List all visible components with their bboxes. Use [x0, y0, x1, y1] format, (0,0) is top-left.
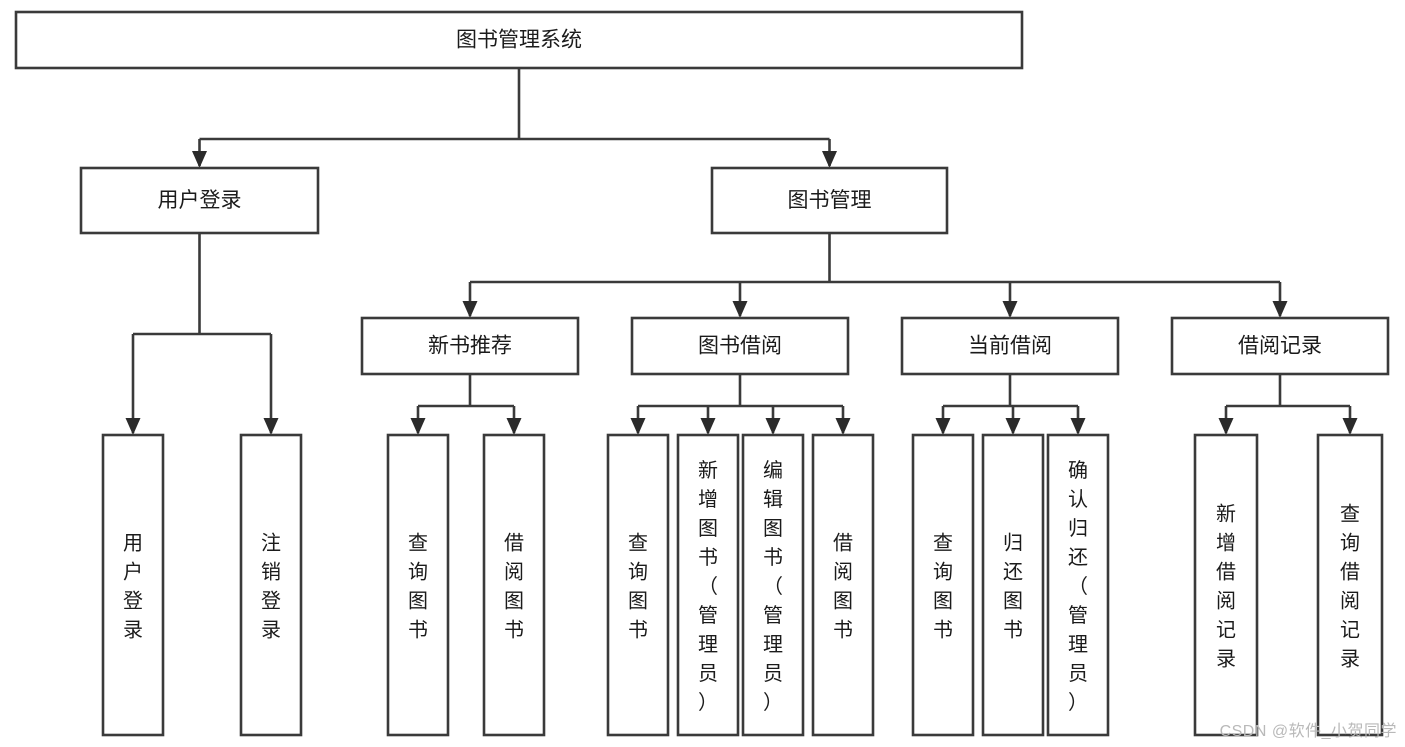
node-box: [360, 316, 580, 376]
node-layer: 图书管理系统用户登录图书管理新书推荐图书借阅当前借阅借阅记录用户登录注销登录查询…: [14, 10, 1390, 737]
arrow-head-icon: [1005, 418, 1021, 435]
node-box: [239, 433, 303, 737]
node-label: 查询借阅记录: [1340, 503, 1360, 671]
arrow-head-icon: [835, 418, 851, 435]
arrow-head-icon: [1272, 301, 1288, 318]
node-box: [741, 433, 805, 737]
node-l3-3[interactable]: 借阅记录: [1170, 316, 1390, 376]
node-label: 确认归还（管理员）: [1068, 459, 1088, 714]
node-label: 编辑图书（管理员）: [763, 459, 783, 714]
node-label: 用户登录: [158, 189, 242, 212]
node-box: [981, 433, 1045, 737]
node-leaf-12[interactable]: 查询借阅记录: [1316, 433, 1384, 737]
arrow-head-icon: [1002, 301, 1018, 318]
node-leaf-3[interactable]: 借阅图书: [482, 433, 546, 737]
node-label: 新增图书（管理员）: [698, 459, 718, 714]
arrow-head-icon: [700, 418, 716, 435]
node-box: [1170, 316, 1390, 376]
node-box: [1193, 433, 1259, 737]
arrow-head-icon: [125, 418, 141, 435]
node-label: 查询图书: [628, 532, 648, 642]
arrow-head-icon: [732, 301, 748, 318]
node-leaf-8[interactable]: 查询图书: [911, 433, 975, 737]
node-box: [630, 316, 850, 376]
node-leaf-0[interactable]: 用户登录: [101, 433, 165, 737]
arrow-head-icon: [1070, 418, 1086, 435]
node-leaf-10[interactable]: 确认归还（管理员）: [1046, 433, 1110, 737]
arrow-head-icon: [263, 418, 279, 435]
node-box: [911, 433, 975, 737]
node-leaf-4[interactable]: 查询图书: [606, 433, 670, 737]
node-box: [811, 433, 875, 737]
node-box: [79, 166, 320, 235]
node-label: 新增借阅记录: [1216, 503, 1236, 671]
node-box: [606, 433, 670, 737]
node-label: 借阅图书: [504, 532, 524, 642]
node-leaf-2[interactable]: 查询图书: [386, 433, 450, 737]
node-box: [14, 10, 1024, 70]
arrow-head-icon: [822, 151, 837, 168]
node-l3-2[interactable]: 当前借阅: [900, 316, 1120, 376]
node-l3-0[interactable]: 新书推荐: [360, 316, 580, 376]
node-box: [1046, 433, 1110, 737]
node-label: 查询图书: [933, 532, 953, 642]
node-l2-1[interactable]: 图书管理: [710, 166, 949, 235]
arrow-head-icon: [1342, 418, 1358, 435]
node-box: [101, 433, 165, 737]
arrow-head-icon: [506, 418, 522, 435]
node-box: [900, 316, 1120, 376]
node-leaf-11[interactable]: 新增借阅记录: [1193, 433, 1259, 737]
node-label: 注销登录: [261, 532, 281, 642]
node-leaf-6[interactable]: 编辑图书（管理员）: [741, 433, 805, 737]
node-label: 用户登录: [123, 533, 143, 642]
node-label: 新书推荐: [428, 335, 512, 358]
arrow-head-icon: [765, 418, 781, 435]
node-leaf-7[interactable]: 借阅图书: [811, 433, 875, 737]
node-label: 借阅记录: [1238, 335, 1322, 358]
node-label: 当前借阅: [968, 335, 1052, 358]
node-box: [482, 433, 546, 737]
node-l3-1[interactable]: 图书借阅: [630, 316, 850, 376]
node-leaf-5[interactable]: 新增图书（管理员）: [676, 433, 740, 737]
arrow-head-icon: [1218, 418, 1234, 435]
arrow-head-icon: [935, 418, 951, 435]
arrow-head-icon: [410, 418, 426, 435]
node-label: 借阅图书: [833, 532, 853, 642]
arrow-head-icon: [462, 301, 478, 318]
node-box: [710, 166, 949, 235]
node-box: [1316, 433, 1384, 737]
node-label: 图书管理系统: [456, 29, 582, 52]
node-box: [676, 433, 740, 737]
connector-layer: [125, 68, 1358, 435]
node-root-0[interactable]: 图书管理系统: [14, 10, 1024, 70]
node-leaf-1[interactable]: 注销登录: [239, 433, 303, 737]
node-leaf-9[interactable]: 归还图书: [981, 433, 1045, 737]
arrow-head-icon: [192, 151, 207, 168]
node-label: 图书借阅: [698, 335, 782, 358]
node-label: 归还图书: [1003, 532, 1023, 642]
arrow-head-icon: [630, 418, 646, 435]
node-l2-0[interactable]: 用户登录: [79, 166, 320, 235]
node-box: [386, 433, 450, 737]
node-label: 图书管理: [788, 189, 872, 212]
node-label: 查询图书: [408, 532, 428, 642]
csdn-watermark: CSDN @软件_小贺同学: [1219, 723, 1397, 740]
